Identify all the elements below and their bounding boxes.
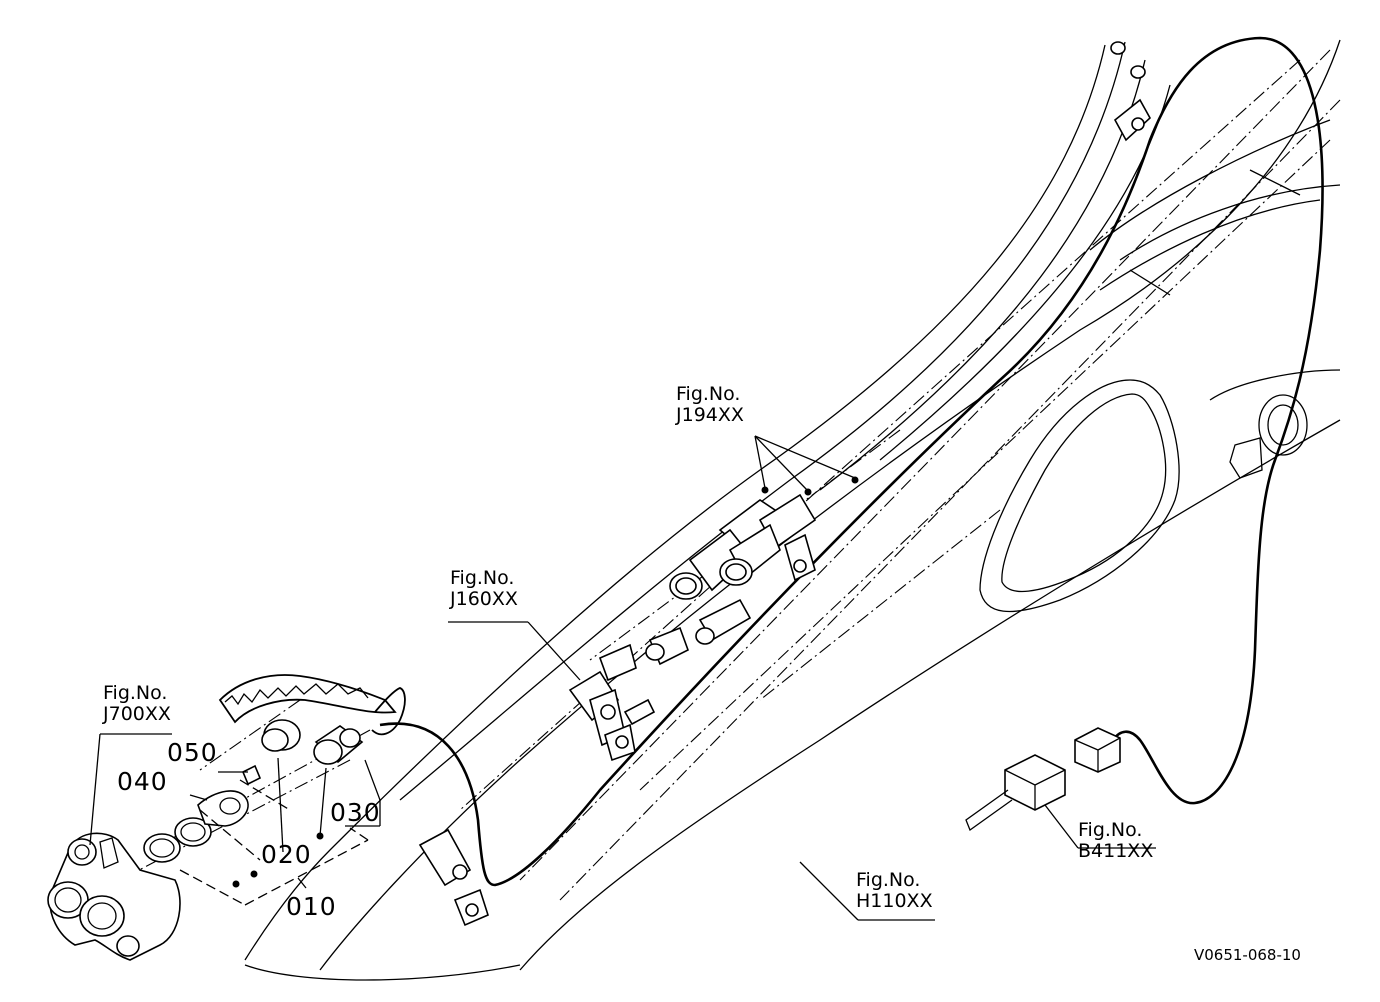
- fig-ref-j160: Fig.No. J160XX: [450, 568, 518, 610]
- part-number-040: 040: [117, 767, 168, 796]
- fig-ref-b411-label: Fig.No.: [1078, 819, 1143, 841]
- sensor-boxes: [965, 727, 1121, 832]
- fig-ref-j700: Fig.No. J700XX: [103, 683, 171, 725]
- boom-end-fittings: [1110, 41, 1152, 142]
- valve-block: [47, 832, 181, 961]
- fig-ref-j194: Fig.No. J194XX: [676, 384, 744, 426]
- assembly-bracket-010: [179, 779, 369, 906]
- part-number-010: 010: [286, 892, 337, 921]
- part-number-050: 050: [167, 738, 218, 767]
- fig-ref-h110-number: H110XX: [856, 890, 933, 912]
- drawing-code: V0651-068-10: [1194, 946, 1301, 964]
- dust-cap-assembly: [218, 674, 406, 765]
- fig-ref-b411: Fig.No. B411XX: [1078, 820, 1153, 862]
- quick-couplers: [568, 493, 817, 762]
- fig-ref-h110: Fig.No. H110XX: [856, 870, 933, 912]
- part-number-020: 020: [261, 840, 312, 869]
- fig-ref-j700-number: J700XX: [103, 703, 171, 725]
- fig-ref-j160-number: J160XX: [450, 588, 518, 610]
- seal-rings: [143, 764, 262, 863]
- reference-dots: [232, 476, 859, 888]
- fig-ref-h110-label: Fig.No.: [856, 869, 921, 891]
- part-number-030: 030: [330, 798, 381, 827]
- boom-outline: [244, 39, 1341, 981]
- leader-lines: [89, 435, 1156, 921]
- fig-ref-j194-label: Fig.No.: [676, 383, 741, 405]
- hose-clamp: [418, 828, 489, 927]
- fig-ref-b411-number: B411XX: [1078, 840, 1154, 862]
- fig-ref-j700-label: Fig.No.: [103, 682, 168, 704]
- fig-ref-j160-label: Fig.No.: [450, 567, 515, 589]
- center-lines: [119, 49, 1341, 901]
- fig-ref-j194-number: J194XX: [676, 404, 744, 426]
- hose-line: [379, 36, 1324, 887]
